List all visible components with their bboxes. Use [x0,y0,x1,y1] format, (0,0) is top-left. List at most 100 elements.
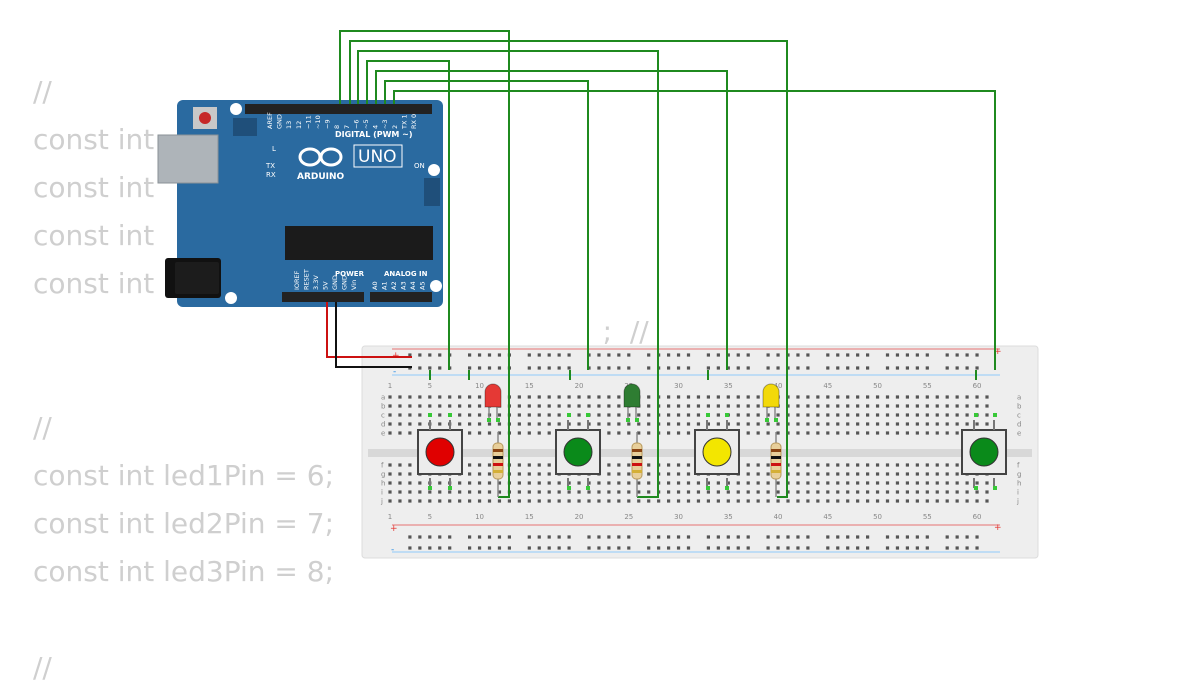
arduino-logo [298,147,343,167]
breadboard-hole [726,499,730,503]
breadboard-hole [517,481,521,485]
breadboard-hole [706,395,710,399]
digital-pin-label: 7 [343,125,351,129]
row-letter: e [381,430,385,438]
breadboard-hole [875,499,880,503]
column-number: 15 [525,513,534,521]
rail-hole [726,546,730,550]
rail-hole [716,546,720,550]
breadboard-hole [945,490,949,494]
breadboard-hole [816,395,820,399]
breadboard-hole [846,463,850,467]
resistor-band [632,449,642,452]
breadboard-hole [915,499,919,503]
breadboard-hole [597,481,601,485]
breadboard-hole [885,404,890,408]
breadboard-hole [935,499,939,503]
code-line: ; // [33,315,649,348]
breadboard-hole [726,422,730,426]
breadboard-hole [985,490,989,494]
breadboard-hole [975,490,979,494]
breadboard-hole [418,490,422,494]
rail-hole [856,535,860,539]
breadboard-hole [418,499,422,503]
rail-hole [846,353,850,357]
rail-hole [647,366,651,370]
rail-hole [955,535,959,539]
column-number: 50 [873,513,882,521]
breadboard-hole [846,431,850,435]
breadboard-hole [826,413,830,417]
code-line: // [33,411,52,444]
breadboard-hole [816,413,820,417]
breadboard-hole [686,463,691,467]
breadboard-hole [627,431,631,435]
breadboard-hole [696,490,701,494]
breadboard-hole [806,431,810,435]
breadboard-hole [398,422,402,426]
uno-label-box [353,144,403,168]
rail-hole [905,353,909,357]
breadboard-hole [686,422,691,426]
breadboard-hole [468,472,472,476]
breadboard-hole [846,472,850,476]
breadboard-hole [935,413,939,417]
rail-hole [826,366,830,370]
breadboard-hole [637,422,641,426]
breadboard-hole [557,422,561,426]
digital-pin-label: ~11 [304,115,312,129]
breadboard-hole [487,490,492,494]
breadboard-hole [647,413,651,417]
rail-hole [955,366,959,370]
breadboard-hole [547,481,551,485]
l-label: L [272,145,276,153]
power-pin-label: GND [331,275,339,290]
breadboard-hole [428,404,432,408]
power-pin-label: 5V [322,281,330,290]
breadboard-hole [846,499,850,503]
code-line: // [33,75,52,108]
breadboard-hole [716,490,720,494]
rail-hole [487,353,492,357]
breadboard-hole [627,413,631,417]
breadboard-hole [776,413,780,417]
breadboard-hole [836,404,840,408]
analog-pin-label: A4 [409,281,417,290]
rail-hole [726,535,730,539]
column-number: 50 [873,382,882,390]
power-pin-label: RESET [303,269,311,290]
breadboard-hole [398,499,402,503]
breadboard-hole [836,481,840,485]
rail-hole [507,535,511,539]
power-pin-label: 3.3V [312,275,320,290]
breadboard-hole [408,413,412,417]
rail-hole [895,353,900,357]
column-number: 40 [774,382,783,390]
rail-hole [806,546,810,550]
breadboard-hole [856,490,860,494]
row-letter: g [1017,471,1021,479]
breadboard-hole [676,431,681,435]
connection-marker [448,486,452,490]
breadboard-hole [885,395,890,399]
button-cap [563,437,593,467]
breadboard-hole [915,422,919,426]
breadboard-hole [517,395,521,399]
breadboard-hole [676,413,681,417]
rail-hole [716,535,720,539]
breadboard-hole [706,481,710,485]
column-number: 1 [388,382,392,390]
breadboard-hole [816,463,820,467]
breadboard-hole [676,481,681,485]
breadboard-hole [766,422,770,426]
breadboard-hole [945,472,949,476]
rail-hole [667,535,671,539]
row-letter: f [381,462,384,470]
rail-hole [617,535,621,539]
rail-hole [915,353,919,357]
breadboard-hole [915,395,919,399]
rail-hole [975,353,979,357]
rail-hole [866,366,870,370]
rail-hole [607,353,611,357]
